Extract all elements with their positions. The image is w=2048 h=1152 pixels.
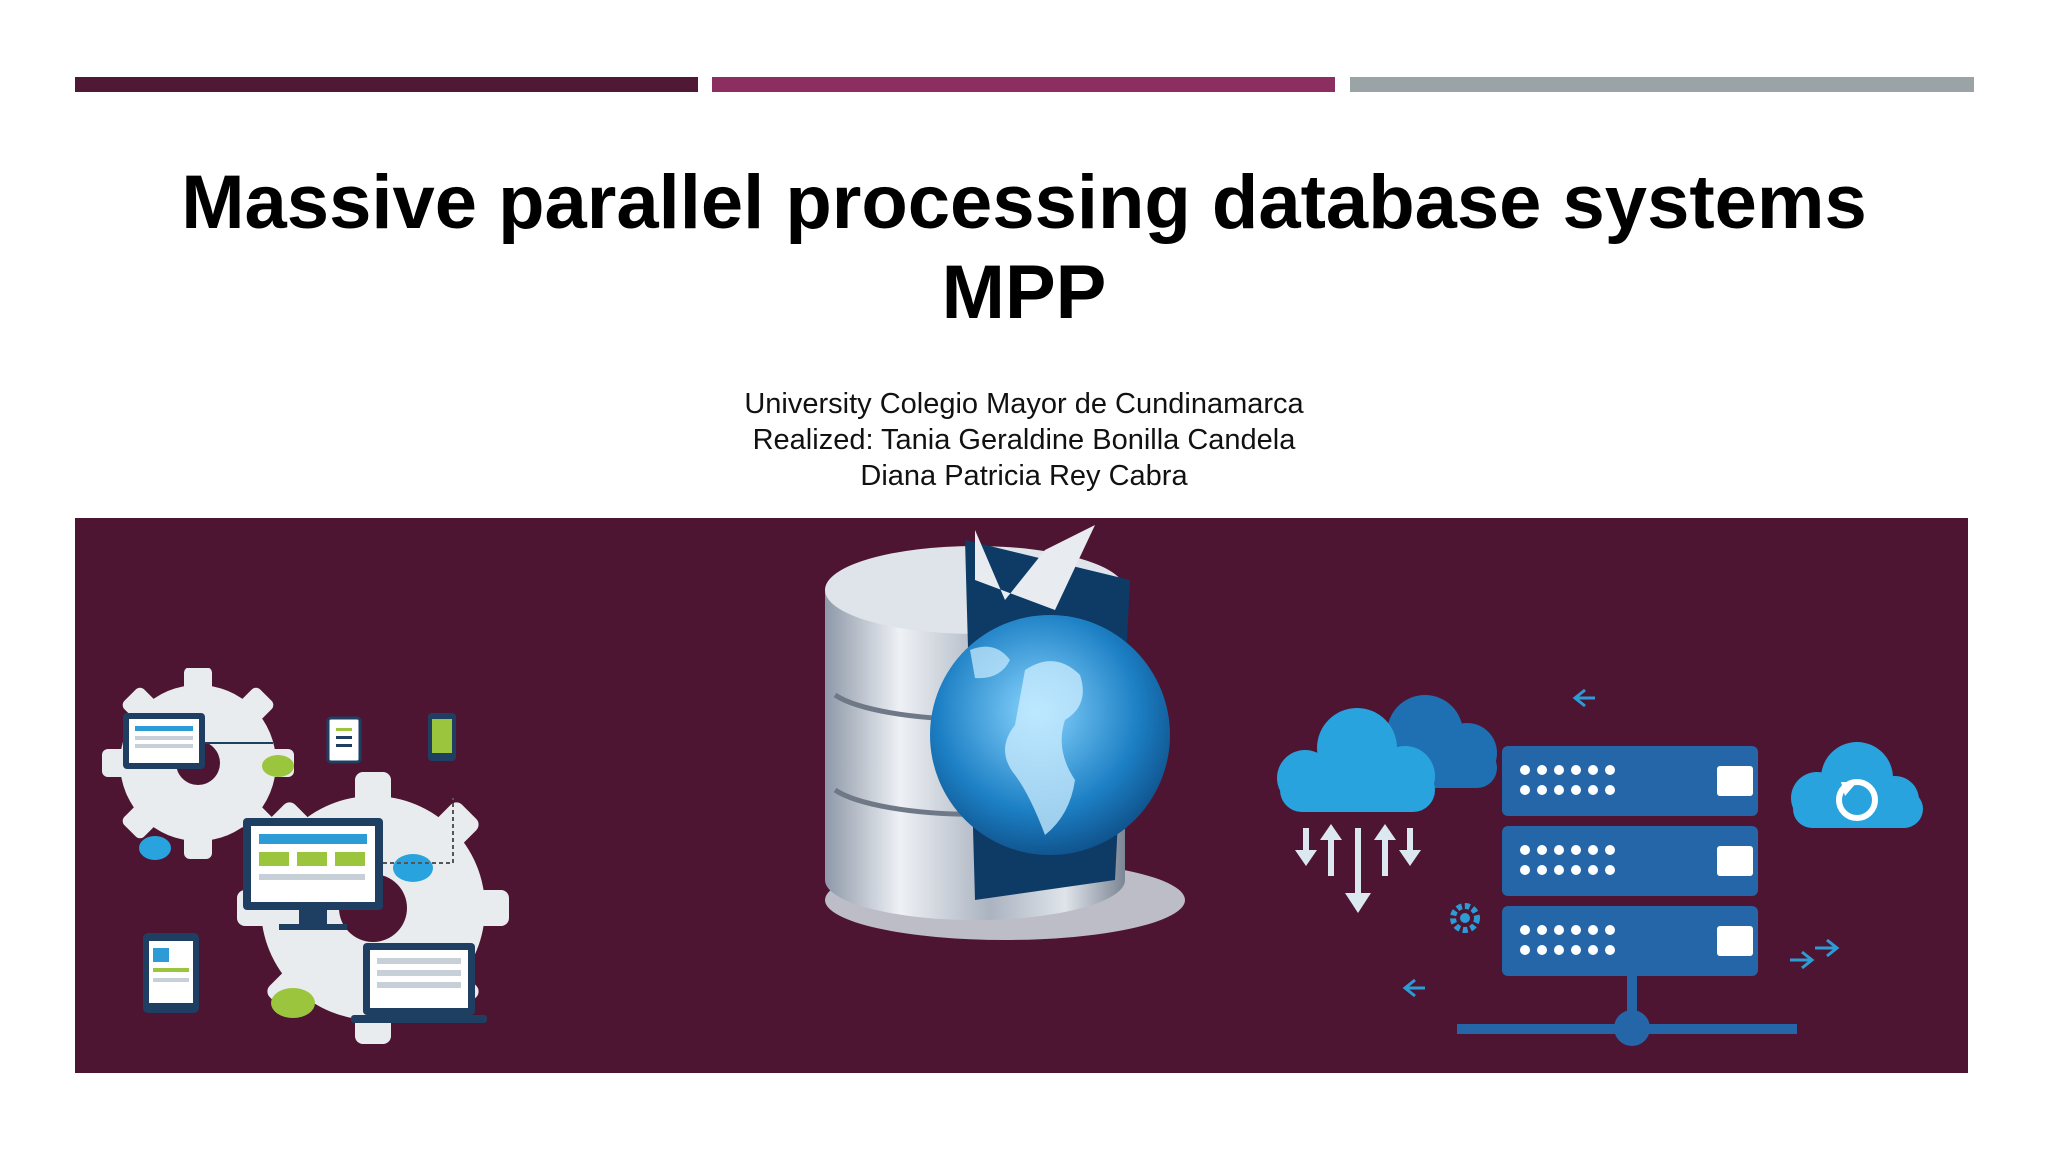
subtitle-author-1: Realized: Tania Geraldine Bonilla Candel…	[752, 424, 1296, 456]
subtitle-university: University Colegio Mayor de Cundinamarca	[744, 388, 1304, 420]
accent-bar-dark	[75, 77, 698, 92]
subtitle-author-2: Diana Patricia Rey Cabra	[860, 460, 1188, 492]
accent-bar-gray	[1350, 77, 1974, 92]
accent-bar-magenta	[712, 77, 1335, 92]
title-line-2: MPP	[941, 250, 1107, 335]
title-line-1: Massive parallel processing database sys…	[181, 160, 1867, 245]
slide-title: Massive parallel processing database sys…	[0, 158, 2048, 338]
illustration-band	[75, 518, 1968, 1073]
network-devices-gears-icon	[102, 668, 509, 1044]
slide-subtitle: University Colegio Mayor de Cundinamarca…	[0, 386, 2048, 494]
database-globe-icon	[825, 525, 1185, 940]
cloud-servers-icon	[1277, 688, 1923, 1046]
